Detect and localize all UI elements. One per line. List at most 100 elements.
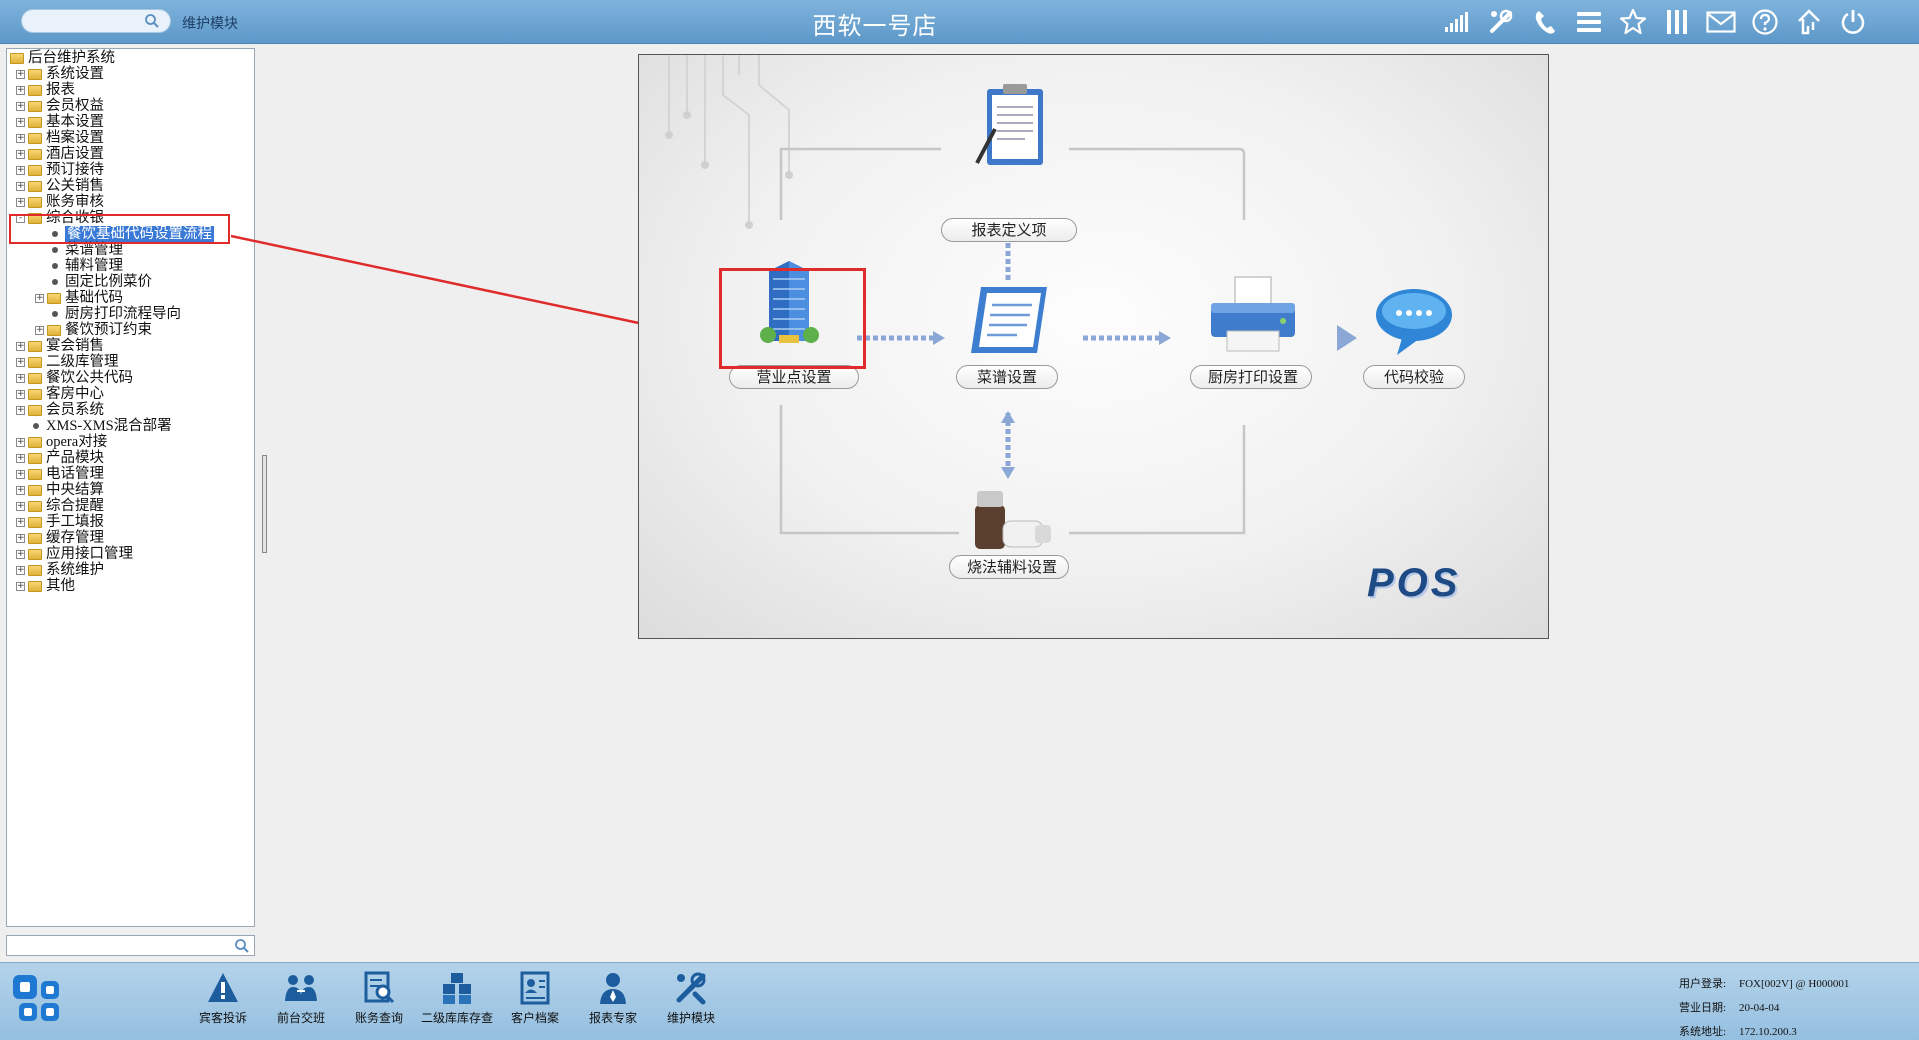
tree-item[interactable]: 固定比例菜价 (35, 274, 152, 290)
tree-item[interactable]: +系统维护 (16, 562, 104, 578)
expand-icon[interactable]: + (16, 148, 25, 159)
tool-front-handover[interactable]: 前台交班 (261, 969, 341, 1026)
tree-item[interactable]: +基础代码 (35, 290, 123, 306)
tree-item[interactable]: +基本设置 (16, 114, 104, 130)
flow-node-code-check[interactable]: 代码校验 (1359, 283, 1469, 403)
tree-item[interactable]: 辅料管理 (35, 258, 123, 274)
tree-item-label: 酒店设置 (46, 146, 104, 162)
flow-diagram: 报表定义项 营业点设置 菜谱设置 厨房打印设置 (638, 54, 1549, 639)
expand-icon[interactable]: + (16, 68, 25, 79)
columns-icon[interactable] (1661, 6, 1693, 38)
expand-icon[interactable]: + (16, 132, 25, 143)
signal-icon[interactable] (1441, 6, 1473, 38)
tree-item[interactable]: + 酒店设置 (16, 146, 104, 162)
tree-item[interactable]: + 电话管理 (16, 466, 104, 482)
flow-node-report-def[interactable]: 报表定义项 (929, 81, 1089, 242)
home-up-icon[interactable] (1793, 6, 1825, 38)
tree-item[interactable]: +报表 (16, 82, 75, 98)
tree-item[interactable]: +会员权益 (16, 98, 104, 114)
expand-icon[interactable]: + (16, 180, 25, 191)
expand-icon[interactable]: + (16, 452, 25, 463)
expand-icon[interactable]: + (16, 84, 25, 95)
tree-item[interactable]: 菜谱管理 (35, 242, 123, 258)
star-icon[interactable] (1617, 6, 1649, 38)
tree-item[interactable]: +手工填报 (16, 514, 104, 530)
global-search[interactable] (21, 9, 171, 33)
tree-item[interactable]: +产品模块 (16, 450, 104, 466)
tool-guest-complaint[interactable]: 宾客投诉 (183, 969, 263, 1026)
tree-item[interactable]: +账务审核 (16, 194, 104, 210)
expand-icon[interactable]: + (16, 100, 25, 111)
menu-label[interactable]: 菜谱设置 (956, 365, 1058, 389)
tools-icon[interactable] (1485, 6, 1517, 38)
expand-icon[interactable]: + (16, 436, 25, 447)
tree-item[interactable]: +中央结算 (16, 482, 104, 498)
outlet-label[interactable]: 营业点设置 (729, 365, 859, 389)
navigation-tree[interactable]: 后台维护系统+系统设置+报表+会员权益+基本设置+档案设置+酒店设置+预订接待+… (6, 48, 255, 927)
phone-icon[interactable] (1529, 6, 1561, 38)
report-def-label[interactable]: 报表定义项 (941, 218, 1077, 242)
flow-node-outlet[interactable] (719, 255, 869, 395)
tree-item[interactable]: +综合提醒 (16, 498, 104, 514)
tree-item-label: 电话管理 (46, 466, 104, 482)
search-icon[interactable] (234, 938, 250, 958)
mail-icon[interactable] (1705, 6, 1737, 38)
tree-item[interactable]: +会员系统 (16, 402, 104, 418)
tool-inventory[interactable]: 二级库库存查 (417, 969, 497, 1026)
tree-item[interactable]: 后台维护系统 (10, 50, 115, 66)
tree-item[interactable]: 厨房打印流程导向 (35, 306, 181, 322)
expand-icon[interactable]: + (16, 500, 25, 511)
expand-icon[interactable]: + (16, 340, 25, 351)
store-title: 西软一号店 (812, 12, 938, 40)
tool-customer-file[interactable]: 客户档案 (495, 969, 575, 1026)
global-search-input[interactable] (32, 12, 144, 32)
tool-maintenance[interactable]: 维护模块 (651, 969, 731, 1026)
tree-item[interactable]: +餐饮公共代码 (16, 370, 133, 386)
tree-item[interactable]: +其他 (16, 578, 75, 594)
expand-icon[interactable]: + (16, 484, 25, 495)
flow-node-cooking[interactable]: 烧法辅料设置 (939, 485, 1099, 605)
tree-item[interactable]: +缓存管理 (16, 530, 104, 546)
code-check-label[interactable]: 代码校验 (1363, 365, 1465, 389)
tree-item[interactable]: +二级库管理 (16, 354, 119, 370)
expand-icon[interactable]: + (16, 516, 25, 527)
panel-splitter[interactable] (262, 455, 267, 553)
kitchen-print-label[interactable]: 厨房打印设置 (1190, 365, 1312, 389)
app-logo-icon[interactable] (11, 973, 67, 1029)
expand-icon[interactable]: + (16, 580, 25, 591)
menu-icon[interactable] (1573, 6, 1605, 38)
tree-item[interactable]: +公关销售 (16, 178, 104, 194)
tool-report-expert[interactable]: 报表专家 (573, 969, 653, 1026)
power-icon[interactable] (1837, 6, 1869, 38)
tree-search[interactable] (6, 935, 255, 956)
expand-icon[interactable]: + (16, 468, 25, 479)
tree-item[interactable]: +应用接口管理 (16, 546, 133, 562)
expand-icon[interactable]: + (16, 404, 25, 415)
tree-item[interactable]: +客房中心 (16, 386, 104, 402)
flow-node-kitchen-print[interactable]: 厨房打印设置 (1179, 273, 1329, 403)
expand-icon[interactable]: + (16, 116, 25, 127)
tree-item[interactable]: XMS-XMS混合部署 (16, 418, 172, 434)
expand-icon[interactable]: + (16, 564, 25, 575)
tree-item[interactable]: +opera对接 (16, 434, 107, 450)
expand-icon[interactable]: + (16, 532, 25, 543)
expand-icon[interactable]: + (16, 164, 25, 175)
expand-icon[interactable]: + (35, 324, 44, 335)
cooking-label[interactable]: 烧法辅料设置 (949, 555, 1069, 579)
tree-item[interactable]: +档案设置 (16, 130, 104, 146)
expand-icon[interactable]: + (16, 372, 25, 383)
search-icon[interactable] (144, 13, 160, 33)
tree-item[interactable]: +宴会销售 (16, 338, 104, 354)
expand-icon[interactable]: + (16, 548, 25, 559)
flow-node-menu[interactable]: 菜谱设置 (939, 283, 1079, 403)
tool-account-query[interactable]: 账务查询 (339, 969, 419, 1026)
help-icon[interactable] (1749, 6, 1781, 38)
expand-icon[interactable]: + (16, 356, 25, 367)
tree-item[interactable]: +系统设置 (16, 66, 104, 82)
tree-item[interactable]: +餐饮预订约束 (35, 322, 152, 338)
expand-icon[interactable]: + (16, 388, 25, 399)
tree-item[interactable]: 餐饮基础代码设置流程 (35, 226, 214, 242)
expand-icon[interactable]: + (16, 196, 25, 207)
tree-item[interactable]: +预订接待 (16, 162, 104, 178)
expand-icon[interactable]: + (35, 292, 44, 303)
